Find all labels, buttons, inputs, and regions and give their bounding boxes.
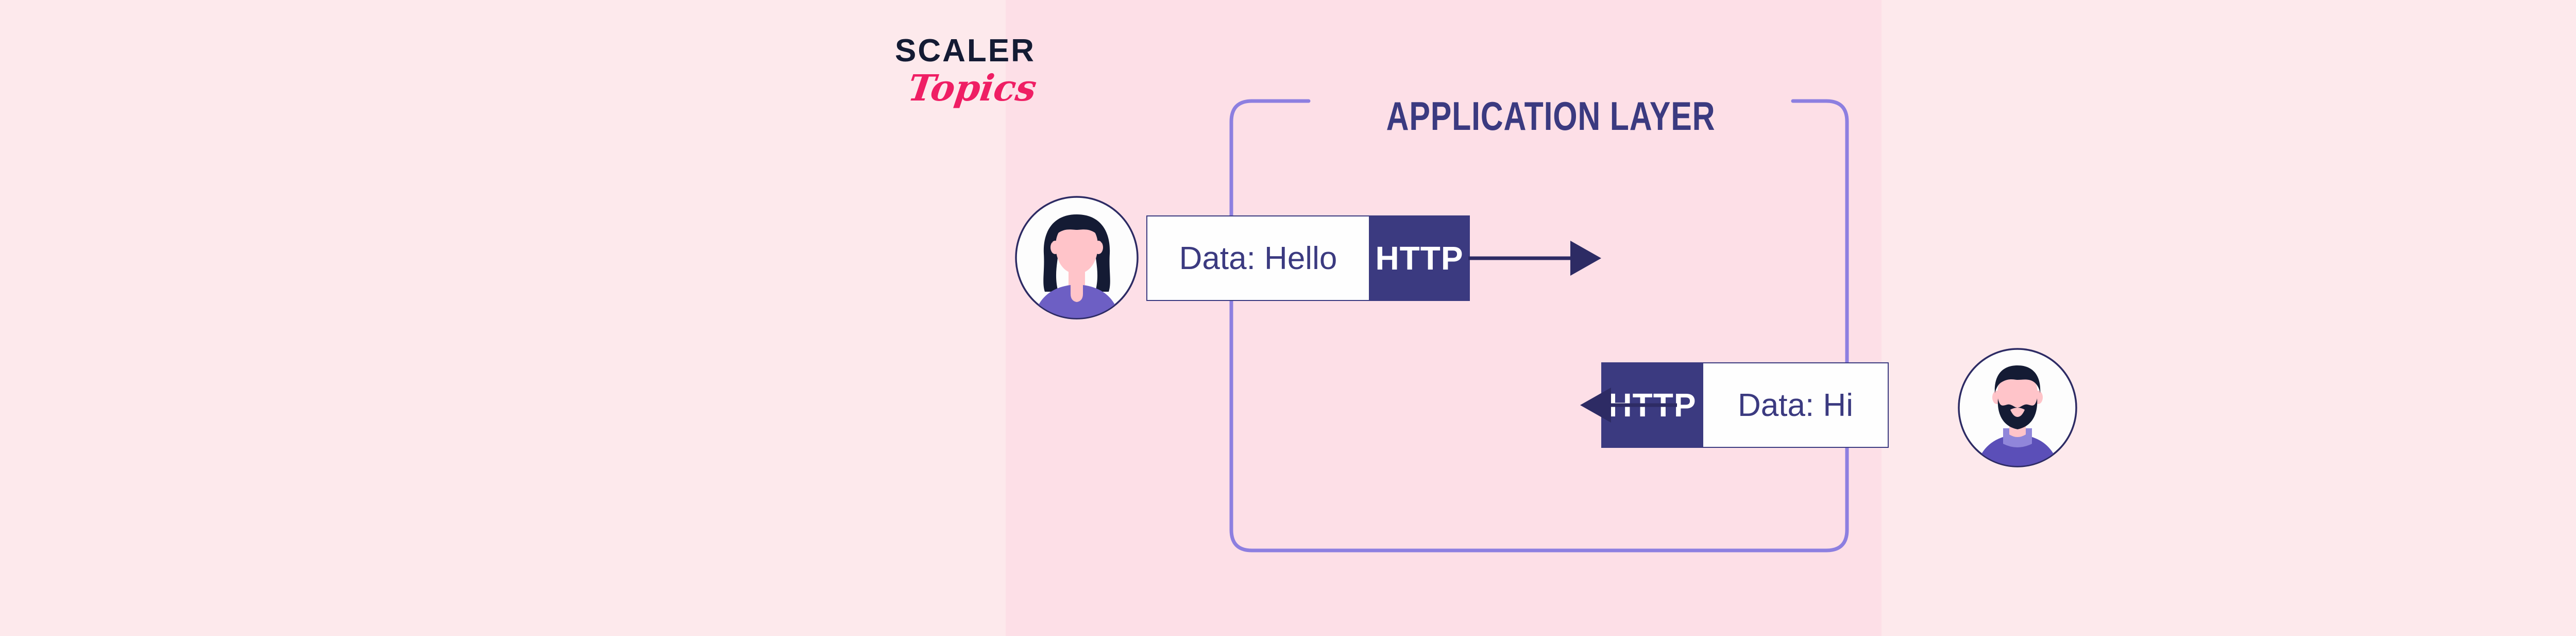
page-title: APPLICATION LAYER <box>1386 93 1716 139</box>
scaler-topics-logo: SCALER Topics <box>895 35 1065 123</box>
packet-data-label: Data: Hello <box>1146 215 1369 301</box>
packet-header-label: HTTP <box>1369 215 1470 301</box>
arrow-left-icon <box>1580 388 1677 423</box>
background-inner-panel <box>1006 0 1882 636</box>
male-user-avatar <box>1958 348 2077 467</box>
logo-topics-text: Topics <box>905 66 1040 109</box>
arrow-right-icon <box>1468 241 1601 276</box>
logo-scaler-text: SCALER <box>895 33 1036 69</box>
female-user-avatar <box>1015 196 1139 320</box>
packet-request: Data: Hello HTTP <box>1146 215 1470 301</box>
application-layer-frame <box>1229 99 1849 553</box>
packet-data-label: Data: Hi <box>1702 362 1889 448</box>
